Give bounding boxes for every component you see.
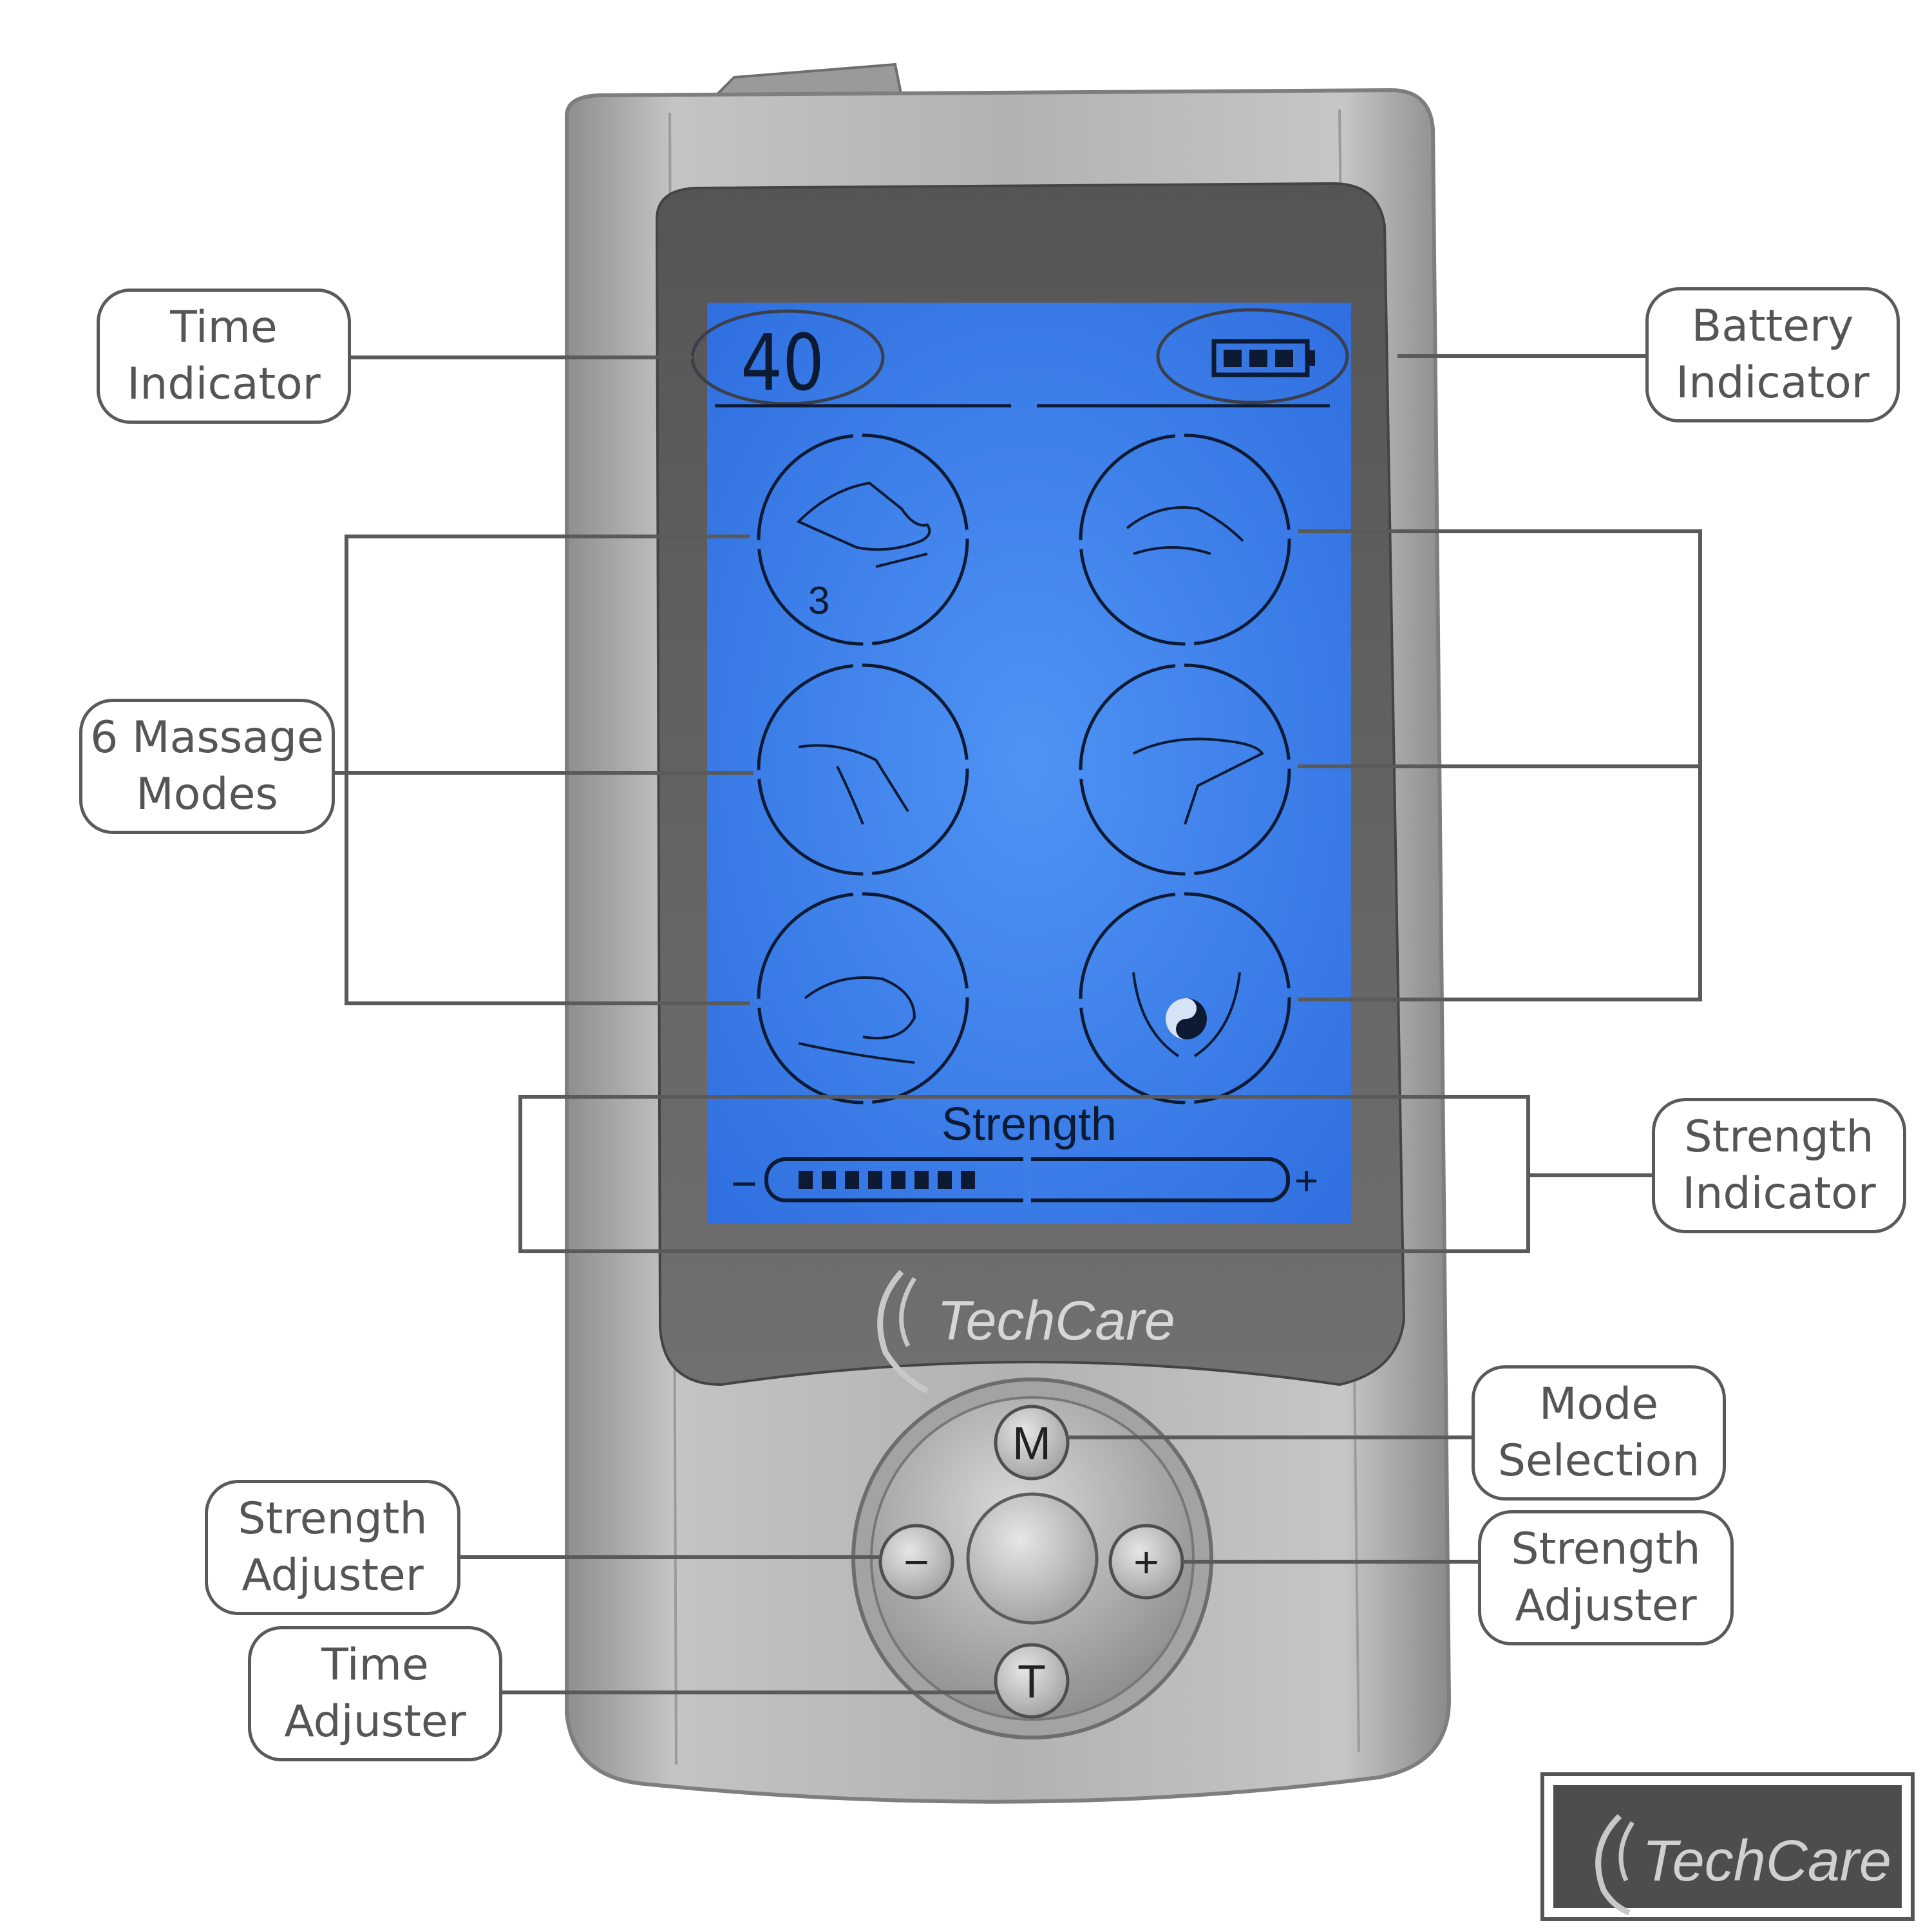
- mode-circle-yin-yang[interactable]: [1079, 892, 1291, 1104]
- callout-mode-selection-line1: Mode: [1539, 1379, 1659, 1430]
- strength-segment: [845, 1171, 859, 1189]
- mode-circle-cupping[interactable]: [757, 892, 969, 1104]
- callout-massage-modes-line1: 6 Massage: [90, 712, 324, 763]
- bezel-logo: TechCare: [877, 1269, 1175, 1394]
- battery-bar: [1249, 350, 1267, 367]
- callout-time-adjuster: Time Adjuster: [248, 1626, 502, 1761]
- strength-plus-sign: +: [1294, 1157, 1318, 1204]
- callout-battery-indicator-line1: Battery: [1691, 301, 1854, 352]
- strength-segment: [961, 1171, 975, 1189]
- callout-massage-modes-line2: Modes: [136, 769, 278, 820]
- callout-strength-adjuster-right-line2: Adjuster: [1515, 1580, 1697, 1631]
- strength-minus-button[interactable]: −: [878, 1524, 954, 1600]
- callout-time-adjuster-line1: Time: [321, 1640, 429, 1690]
- battery-bar: [1275, 350, 1293, 367]
- strength-segment: [799, 1171, 813, 1189]
- mode-number: 3: [808, 579, 829, 622]
- callout-strength-indicator-line2: Indicator: [1682, 1168, 1876, 1219]
- strength-segment: [822, 1171, 836, 1189]
- mode-circle-foot[interactable]: [1079, 663, 1291, 876]
- strength-segment: [868, 1171, 882, 1189]
- timer-display: 40: [741, 319, 824, 408]
- callout-battery-indicator: Battery Indicator: [1645, 287, 1900, 422]
- strength-plus-button[interactable]: +: [1108, 1524, 1184, 1600]
- corner-logo-text: TechCare: [1642, 1829, 1891, 1893]
- callout-time-indicator: Time Indicator: [97, 289, 351, 424]
- strength-segment: [891, 1171, 905, 1189]
- bezel-logo-text: TechCare: [937, 1290, 1175, 1352]
- corner-logo: TechCare: [1540, 1772, 1915, 1921]
- mode-circle-press[interactable]: [757, 663, 969, 876]
- callout-strength-adjuster-left: Strength Adjuster: [205, 1480, 460, 1615]
- strength-segment: [914, 1171, 929, 1189]
- massage-mode-circles: 3: [757, 433, 1291, 1104]
- callout-time-adjuster-line2: Adjuster: [284, 1696, 466, 1747]
- mode-circle-hand-tap[interactable]: [757, 433, 969, 646]
- callout-strength-indicator: Strength Indicator: [1652, 1098, 1906, 1233]
- callout-battery-indicator-line2: Indicator: [1676, 357, 1870, 408]
- strength-level-segments: [799, 1171, 975, 1189]
- strength-segment: [938, 1171, 952, 1189]
- callout-massage-modes: 6 Massage Modes: [79, 699, 335, 834]
- callout-strength-adjuster-left-line1: Strength: [238, 1493, 428, 1544]
- mode-circle-knead[interactable]: [1079, 433, 1291, 646]
- strength-minus-sign: −: [731, 1159, 757, 1209]
- callout-strength-indicator-line1: Strength: [1684, 1112, 1874, 1162]
- callout-strength-adjuster-right-line1: Strength: [1511, 1524, 1701, 1575]
- strength-label: Strength: [942, 1099, 1117, 1150]
- callout-time-indicator-line2: Indicator: [127, 359, 321, 410]
- strength-plus-button-label: +: [1133, 1538, 1159, 1587]
- center-button[interactable]: [966, 1492, 1099, 1625]
- mode-button-label: M: [1012, 1418, 1051, 1470]
- callout-mode-selection: Mode Selection: [1472, 1365, 1726, 1501]
- battery-bar: [1224, 350, 1242, 367]
- battery-indicator-ring: [1156, 308, 1349, 404]
- leader-lines: [335, 354, 1702, 1694]
- strength-minus-button-label: −: [904, 1538, 929, 1587]
- time-button[interactable]: T: [994, 1643, 1070, 1719]
- battery-icon: [1211, 339, 1315, 377]
- callout-strength-adjuster-left-line2: Adjuster: [242, 1550, 424, 1601]
- time-button-label: T: [1018, 1656, 1046, 1708]
- mode-button[interactable]: M: [994, 1405, 1070, 1481]
- callout-mode-selection-line2: Selection: [1497, 1435, 1700, 1486]
- callout-time-indicator-line1: Time: [170, 302, 278, 353]
- callout-strength-adjuster-right: Strength Adjuster: [1478, 1510, 1734, 1645]
